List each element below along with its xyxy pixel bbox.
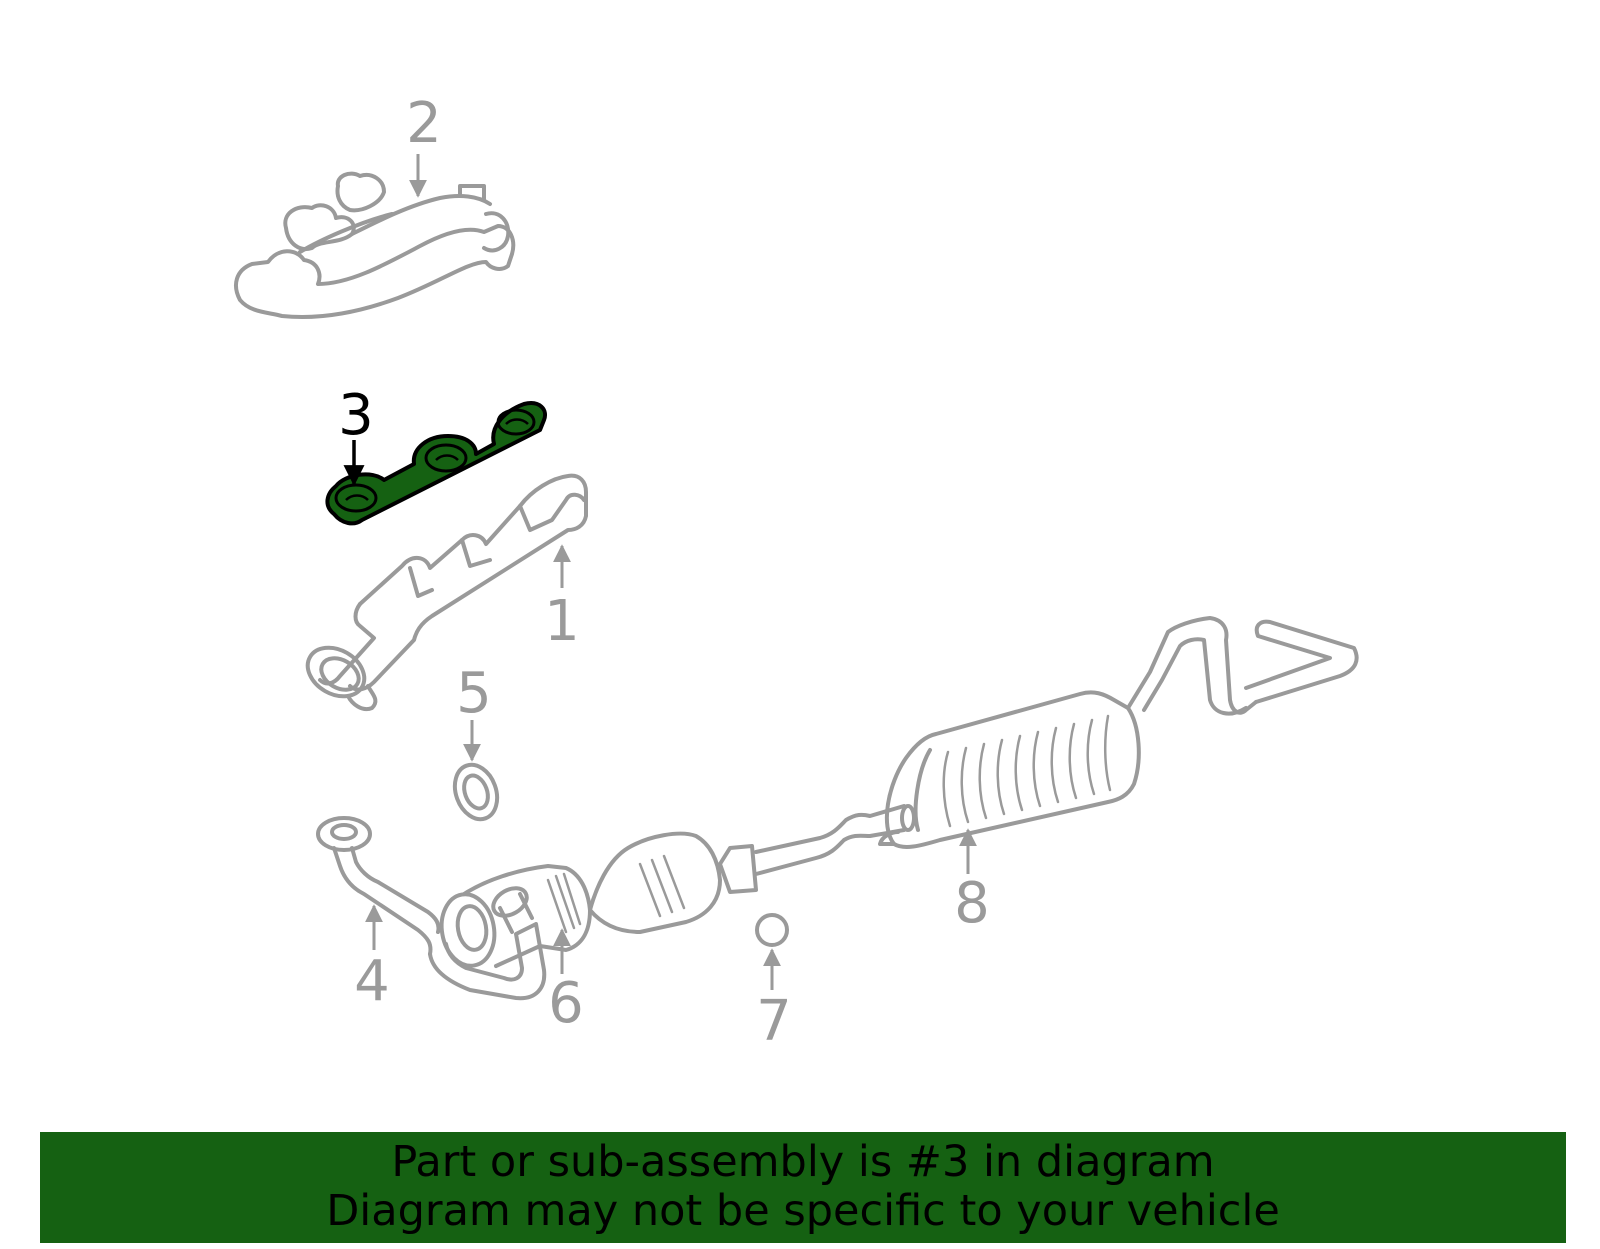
part-4-front-pipe[interactable] bbox=[316, 816, 547, 1001]
part-6-catalytic-converter[interactable] bbox=[436, 831, 758, 970]
banner-line-1: Part or sub-assembly is #3 in diagram bbox=[391, 1137, 1215, 1187]
part-2-exhaust-manifold[interactable] bbox=[234, 171, 516, 320]
part-8-muffler-tailpipe[interactable] bbox=[878, 616, 1359, 849]
callout-arrows bbox=[343, 154, 977, 990]
callout-3: 3 bbox=[338, 383, 374, 448]
part-3-gasket-highlighted[interactable] bbox=[325, 401, 547, 526]
callout-1: 1 bbox=[544, 589, 580, 654]
part-1-exhaust-manifold[interactable] bbox=[299, 473, 588, 711]
callout-8: 8 bbox=[954, 871, 990, 936]
callout-4: 4 bbox=[354, 949, 390, 1014]
part-7-seal-ring[interactable] bbox=[755, 913, 789, 947]
banner-line-2: Diagram may not be specific to your vehi… bbox=[326, 1186, 1280, 1236]
callout-7: 7 bbox=[756, 989, 792, 1054]
callout-6: 6 bbox=[548, 971, 584, 1036]
info-banner: Part or sub-assembly is #3 in diagram Di… bbox=[40, 1132, 1566, 1243]
callout-5: 5 bbox=[456, 661, 492, 726]
part-5-gasket-ring[interactable] bbox=[448, 759, 505, 825]
callout-2: 2 bbox=[406, 91, 442, 156]
